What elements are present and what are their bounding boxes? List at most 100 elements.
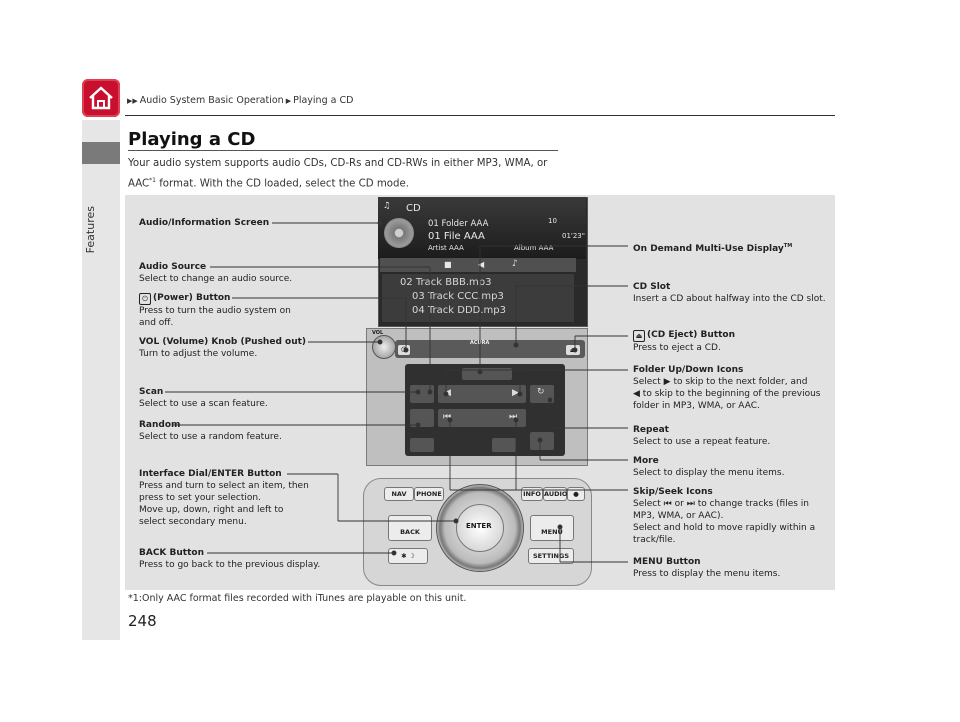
breadcrumb-current[interactable]: Playing a CD	[293, 95, 354, 106]
label-on-demand-display: On Demand Multi-Use DisplayTM	[633, 240, 833, 255]
vol-label: VOL	[372, 330, 384, 336]
speaker-tab-icon[interactable]: ◀	[478, 260, 485, 269]
scan-button[interactable]	[410, 385, 434, 403]
screen-track-number: 10	[548, 217, 557, 225]
section-label: Features	[84, 206, 97, 254]
touch-button[interactable]	[492, 438, 516, 452]
screen-folder: 01 Folder AAA	[428, 219, 489, 229]
intro-part1: Your audio system supports audio CDs, CD…	[128, 158, 548, 190]
label-desc: Select and hold to move rapidly within a…	[633, 523, 816, 545]
label-desc: Press to eject a CD.	[633, 343, 721, 353]
breadcrumb-arrow-icon: ▶▶	[127, 97, 138, 105]
breadcrumb: ▶▶Audio System Basic Operation▶Playing a…	[125, 95, 353, 106]
label-desc: to change tracks (files in MP3, WMA, or …	[633, 499, 810, 521]
label-desc: Select to use a scan feature.	[139, 399, 268, 409]
label-vol-knob: VOL (Volume) Knob (Pushed out) Turn to ad…	[139, 336, 329, 360]
title-rule	[128, 150, 558, 151]
screen-tab-bar	[380, 258, 576, 272]
track-row[interactable]: 02 Track BBB.mp3	[400, 277, 492, 288]
label-title: MENU Button	[633, 557, 701, 567]
display-mode-button[interactable]: ✱ ☽	[388, 548, 428, 564]
back-button[interactable]: BACK	[388, 515, 432, 541]
random-button[interactable]	[410, 409, 434, 427]
label-title: (CD Eject) Button	[647, 330, 736, 340]
label-title: Skip/Seek Icons	[633, 487, 713, 497]
label-desc: Turn to adjust the volume.	[139, 349, 258, 359]
breadcrumb-arrow-icon: ▶	[285, 97, 292, 105]
info-button[interactable]: INFO	[521, 487, 543, 501]
voice-button[interactable]: ●	[567, 487, 585, 501]
screen-time: 01'23"	[562, 232, 585, 240]
label-title: On Demand Multi-Use Display	[633, 244, 784, 254]
footnote: *1:Only AAC format files recorded with i…	[128, 593, 467, 604]
cd-eject-button[interactable]: ⏏	[566, 345, 580, 355]
cd-disc-icon	[384, 218, 414, 248]
label-title: Repeat	[633, 425, 669, 435]
track-row[interactable]: 03 Track CCC.mp3	[412, 291, 504, 302]
breadcrumb-parent[interactable]: Audio System Basic Operation	[139, 95, 284, 106]
header-rule	[125, 115, 835, 116]
label-title: More	[633, 456, 659, 466]
repeat-button[interactable]: ↻	[530, 385, 554, 403]
enter-button[interactable]	[456, 504, 504, 552]
vol-knob[interactable]	[372, 335, 396, 359]
label-desc: Press to go back to the previous display…	[139, 560, 321, 570]
enter-label: ENTER	[466, 522, 492, 530]
power-icon: ⏻	[401, 346, 407, 354]
music-note-icon: ♫	[383, 201, 391, 211]
screen-file: 01 File AAA	[428, 231, 485, 242]
track-list	[382, 274, 574, 322]
user-icon: ●	[573, 490, 579, 498]
home-icon	[89, 86, 113, 110]
label-desc: Select to use a random feature.	[139, 432, 282, 442]
brightness-icon: ✱ ☽	[401, 552, 415, 560]
folder-row	[438, 385, 526, 403]
label-desc: Select to display the menu items.	[633, 468, 785, 478]
cd-slot-bar	[395, 340, 585, 358]
phone-button[interactable]: PHONE	[414, 487, 444, 501]
screen-source-title: CD	[406, 203, 421, 214]
power-icon: ⏻	[139, 293, 151, 305]
brand-label: ACURA	[470, 340, 490, 346]
audio-button[interactable]: AUDIO	[543, 487, 567, 501]
label-title: Random	[139, 420, 181, 430]
touch-button[interactable]	[410, 438, 434, 452]
label-title: Folder Up/Down Icons	[633, 365, 744, 375]
home-button[interactable]	[82, 79, 120, 117]
skip-back-icon[interactable]: ⏮	[443, 412, 452, 422]
label-desc: Select to use a repeat feature.	[633, 437, 771, 447]
label-title: Audio/Information Screen	[139, 218, 270, 228]
skip-back-icon: ⏮	[663, 499, 672, 509]
folder-up-icon[interactable]: ▶	[512, 388, 519, 398]
label-title: Interface Dial/ENTER Button	[139, 469, 282, 479]
screen-artist: Artist AAA	[428, 244, 464, 252]
touch-top-bar[interactable]	[462, 368, 512, 380]
music-tab-icon[interactable]: ♪	[512, 259, 518, 269]
folder-tab-icon[interactable]: ■	[444, 260, 452, 269]
more-button[interactable]	[530, 432, 554, 450]
intro-part2: format. With the CD loaded, select the C…	[155, 178, 409, 190]
page-number: 248	[128, 612, 157, 630]
nav-button[interactable]: NAV	[384, 487, 414, 501]
power-button[interactable]: ⏻	[398, 345, 410, 355]
menu-button[interactable]: MENU	[530, 515, 574, 541]
track-row[interactable]: 04 Track DDD.mp3	[412, 305, 506, 316]
folder-down-icon[interactable]: ◀	[444, 388, 451, 398]
skip-forward-icon[interactable]: ⏭	[509, 412, 518, 422]
track-row-control	[438, 409, 526, 427]
label-title: VOL (Volume) Knob (Pushed out)	[139, 337, 307, 347]
label-desc: Select	[633, 377, 661, 387]
trademark: TM	[783, 243, 793, 249]
settings-button[interactable]: SETTINGS	[528, 548, 574, 564]
label-desc: to skip to the next folder, and	[673, 377, 808, 387]
